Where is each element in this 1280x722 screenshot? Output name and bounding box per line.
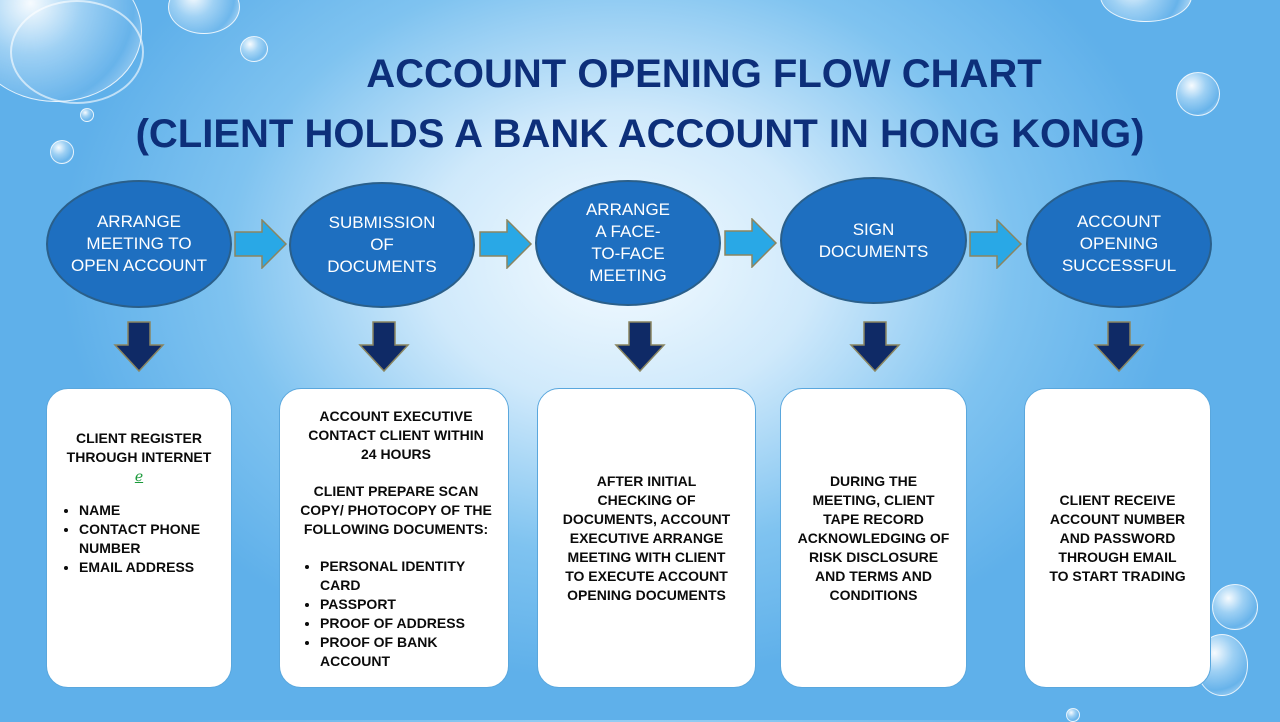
page-title: ACCOUNT OPENING FLOW CHART (366, 52, 1042, 96)
card-text: DURING THE MEETING, CLIENT TAPE RECORD A… (797, 472, 950, 603)
down-arrow-icon (614, 321, 666, 373)
list-item: PROOF OF BANK ACCOUNT (320, 633, 492, 671)
right-arrow-icon (234, 219, 288, 269)
step-arrange-meeting: ARRANGE MEETING TO OPEN ACCOUNT (46, 180, 232, 308)
list-item: CONTACT PHONE NUMBER (79, 520, 219, 558)
step-face-to-face-meeting: ARRANGE A FACE-TO-FACE MEETING (535, 180, 721, 306)
detail-card-meeting: AFTER INITIAL CHECKING OF DOCUMENTS, ACC… (537, 388, 756, 688)
right-arrow-icon (479, 219, 533, 269)
step-label: ACCOUNT OPENING SUCCESSFUL (1061, 212, 1177, 275)
page-subtitle: (CLIENT HOLDS A BANK ACCOUNT IN HONG KON… (135, 112, 1145, 156)
list-item: PASSPORT (320, 595, 492, 614)
bubble-decoration (10, 0, 144, 104)
bubble-decoration (1176, 72, 1220, 116)
step-label: SIGN DOCUMENTS (818, 219, 929, 261)
step-account-opening-successful: ACCOUNT OPENING SUCCESSFUL (1026, 180, 1212, 308)
list-item: PERSONAL IDENTITY CARD (320, 557, 492, 595)
down-arrow-icon (1093, 321, 1145, 373)
spacer (300, 464, 492, 482)
right-arrow-icon (969, 219, 1023, 269)
bubble-decoration (1212, 584, 1258, 630)
bubble-decoration (50, 140, 74, 164)
list-item: EMAIL ADDRESS (79, 558, 219, 577)
card-text-secondary: CLIENT PREPARE SCAN COPY/ PHOTOCOPY OF T… (300, 483, 492, 537)
right-arrow-icon (724, 218, 778, 268)
bubble-decoration (1100, 0, 1192, 22)
step-submission-of-documents: SUBMISSION OF DOCUMENTS (289, 182, 475, 308)
down-arrow-icon (113, 321, 165, 373)
step-label: SUBMISSION OF DOCUMENTS (327, 213, 437, 276)
list-item: NAME (79, 501, 219, 520)
card-text: CLIENT REGISTER THROUGH INTERNET (66, 430, 212, 465)
step-label: ARRANGE MEETING TO OPEN ACCOUNT (70, 212, 208, 275)
card-text: AFTER INITIAL CHECKING OF DOCUMENTS, ACC… (562, 472, 731, 603)
detail-card-documents: ACCOUNT EXECUTIVE CONTACT CLIENT WITHIN … (279, 388, 509, 688)
bubble-decoration (240, 36, 268, 62)
down-arrow-icon (849, 321, 901, 373)
down-arrow-icon (358, 321, 410, 373)
card-text: ACCOUNT EXECUTIVE CONTACT CLIENT WITHIN … (308, 408, 484, 462)
bubble-decoration (80, 108, 94, 122)
detail-card-success: CLIENT RECEIVE ACCOUNT NUMBER AND PASSWO… (1024, 388, 1211, 688)
card-bullet-list: NAME CONTACT PHONE NUMBER EMAIL ADDRESS (59, 501, 219, 577)
list-item: PROOF OF ADDRESS (320, 614, 492, 633)
step-sign-documents: SIGN DOCUMENTS (780, 177, 967, 304)
step-label: ARRANGE A FACE-TO-FACE MEETING (585, 200, 671, 285)
card-bullet-list: PERSONAL IDENTITY CARD PASSPORT PROOF OF… (300, 557, 492, 671)
detail-card-sign: DURING THE MEETING, CLIENT TAPE RECORD A… (780, 388, 967, 688)
detail-card-register: CLIENT REGISTER THROUGH INTERNET ℯ NAME … (46, 388, 232, 688)
card-text: CLIENT RECEIVE ACCOUNT NUMBER AND PASSWO… (1049, 491, 1186, 584)
bubble-decoration (168, 0, 240, 34)
internet-link-icon[interactable]: ℯ (134, 468, 144, 484)
